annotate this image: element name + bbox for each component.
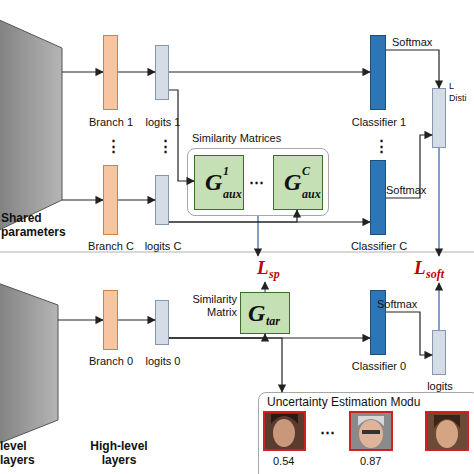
node-label: L [449,81,454,91]
node-label: G [205,170,222,194]
node-label: logits C [133,240,193,253]
node-label: Classifier 1 [347,116,411,129]
logits-box: logits C [155,175,169,225]
node-label: Branch 1 [81,116,141,129]
branch-box: Branch 1 [103,35,118,110]
connector-arrow [386,135,432,198]
logits-box: logits 1 [155,45,169,100]
node-label: Disti [449,93,467,103]
connector-arrow [118,319,155,320]
node-label: Classifier C [347,240,411,253]
text-label: ⋯ [320,424,335,439]
connector-arrow [169,221,370,222]
similarity-matrix: G1 aux [194,155,244,210]
text-label: ⋮ [374,138,389,153]
loss-arrow [438,283,439,330]
node-label: aux [223,188,242,200]
wire [62,199,103,200]
text-label: ⋯ [249,174,264,189]
node-label: logits [420,380,460,393]
node-label: aux [302,188,321,200]
wire [58,319,103,320]
distill-box: LDisti [432,88,446,148]
node-label: logits 0 [133,355,193,368]
node-label: 1 [223,165,229,177]
text-label: ⋮ [158,138,173,153]
loss-arrow [438,148,439,256]
text-label: soft [426,268,444,280]
node-label: Uncertainty Estimation Modu [267,396,420,410]
node-label: tar [266,315,280,327]
node-label: logits 1 [133,116,193,129]
edge-label: Softmax [377,298,417,311]
node-label: Branch C [81,240,141,253]
encoder-trapezoid [0,282,58,445]
face-image [350,412,392,450]
encoder-trapezoid [0,18,62,232]
node-label: G [284,170,301,194]
node-label: Branch 0 [81,355,141,368]
logits-box: logits 0 [155,300,169,345]
node-label: G [248,301,265,325]
classifier-bar: Classifier 1 [370,35,386,110]
loss-arrow [257,216,258,256]
text-label: sp [269,268,280,280]
node-label: C [302,165,310,177]
node-label: Classifier 0 [347,360,411,373]
text-label: L [414,258,426,277]
text-label: Shared parameters [1,212,73,240]
connector-arrow [169,334,265,338]
connector-arrow [118,71,155,72]
connector-arrow [169,210,297,222]
connector-arrow [169,71,370,72]
connector-arrow [386,312,432,355]
text-label: L [257,258,269,277]
wire [62,71,103,72]
classifier-bar: Classifier C [370,160,386,235]
connector-arrow [169,337,370,338]
face-image [426,412,468,450]
connector-arrow [169,90,194,181]
text-label: 0.87 [360,455,381,468]
similarity-matrix: Similarity MatrixGtar [240,292,290,334]
text-label: ⋮ [106,138,121,153]
face-image [264,412,305,450]
connector-arrow [118,199,155,200]
loss-arrow [264,282,265,292]
node-label: Similarity Matrices [192,132,281,145]
similarity-matrix: GCaux [273,155,323,210]
connector-arrow [386,50,439,88]
text-label: High-level layers [78,440,160,468]
text-label: 0.54 [273,455,294,468]
edge-label: Softmax [386,184,426,197]
branch-box: Branch C [103,165,118,235]
connector-arrow [169,338,282,392]
branch-box: Branch 0 [103,290,118,350]
text-label: level layers [0,440,42,468]
logits-box: logits [432,330,446,375]
edge-label: Softmax [392,36,432,49]
node-label: Similarity Matrix [185,293,237,318]
